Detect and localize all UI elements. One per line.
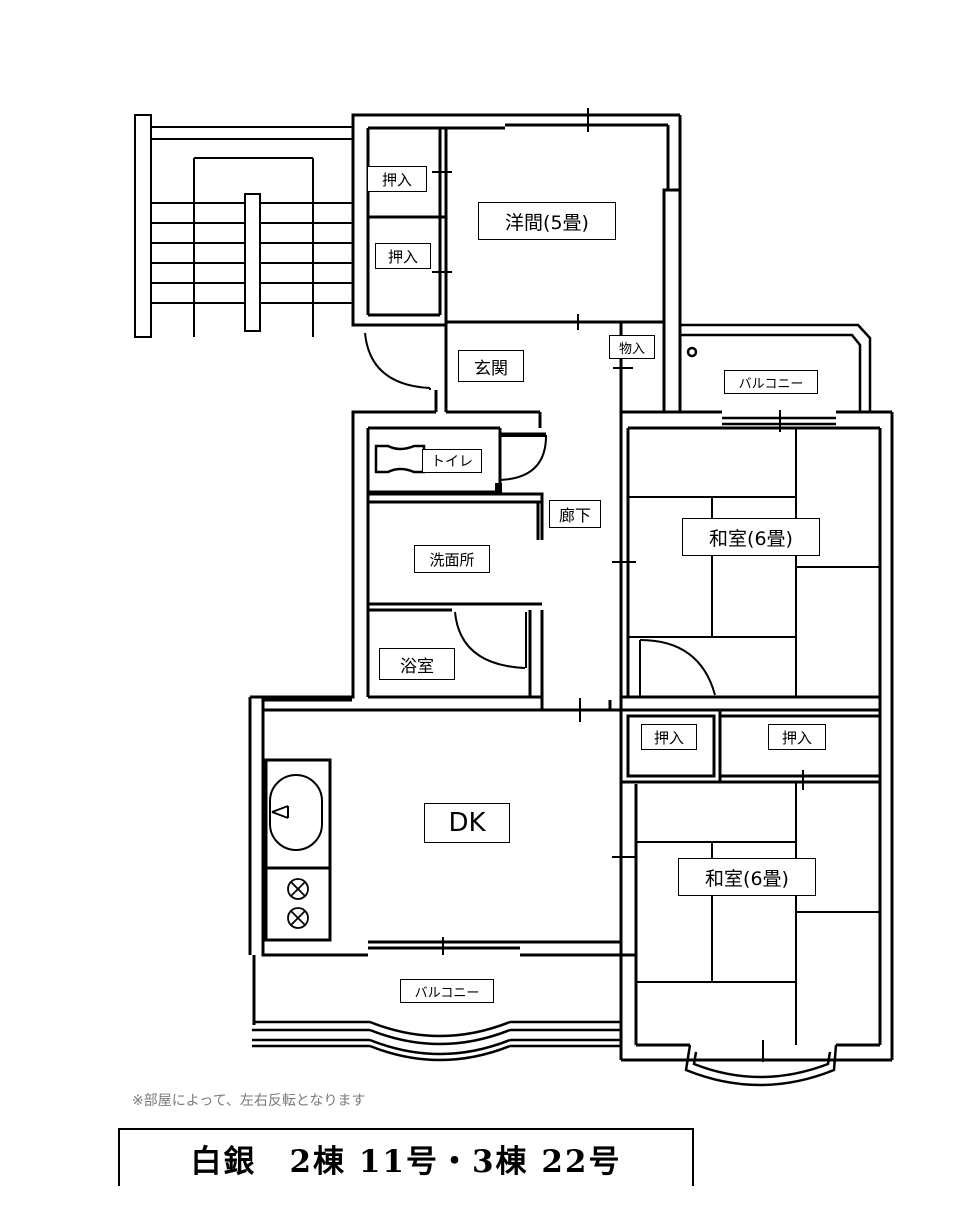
dk-label: DK xyxy=(424,803,510,843)
washroom-label: 洗面所 xyxy=(414,545,490,573)
stove-fixture xyxy=(287,878,309,929)
building-title: 白銀 2棟 11号・3棟 22号 xyxy=(118,1128,694,1186)
closet-right-label: 押入 xyxy=(768,724,826,750)
sink-fixture xyxy=(269,774,323,851)
closet-mid-label: 押入 xyxy=(375,243,431,269)
toilet-label: トイレ xyxy=(422,449,482,473)
balcony-bottom-outline xyxy=(252,1020,621,1062)
western-room-label: 洋間(5畳) xyxy=(478,202,616,240)
bathroom-label: 浴室 xyxy=(379,648,455,680)
bay-window xyxy=(684,1044,838,1087)
storage-label: 物入 xyxy=(609,335,655,359)
toilet-fixture xyxy=(374,444,426,474)
closet-top-label: 押入 xyxy=(367,166,427,192)
balcony-bottom-label: バルコニー xyxy=(400,979,494,1003)
hallway-label: 廊下 xyxy=(549,500,601,528)
japanese-room-2-label: 和室(6畳) xyxy=(678,858,816,896)
tick-marks xyxy=(432,108,804,1062)
tatami-room-1 xyxy=(628,428,880,697)
staircase xyxy=(134,114,352,338)
tatami-room-2 xyxy=(636,782,880,1045)
walls xyxy=(248,113,894,1062)
closet-small-label: 押入 xyxy=(641,724,697,750)
japanese-room-1-label: 和室(6畳) xyxy=(682,518,820,556)
entrance-label: 玄関 xyxy=(458,350,524,382)
flip-note: ※部屋によって、左右反転となります xyxy=(132,1093,366,1109)
doors xyxy=(364,332,716,697)
balcony-top-label: バルコニー xyxy=(724,370,818,394)
